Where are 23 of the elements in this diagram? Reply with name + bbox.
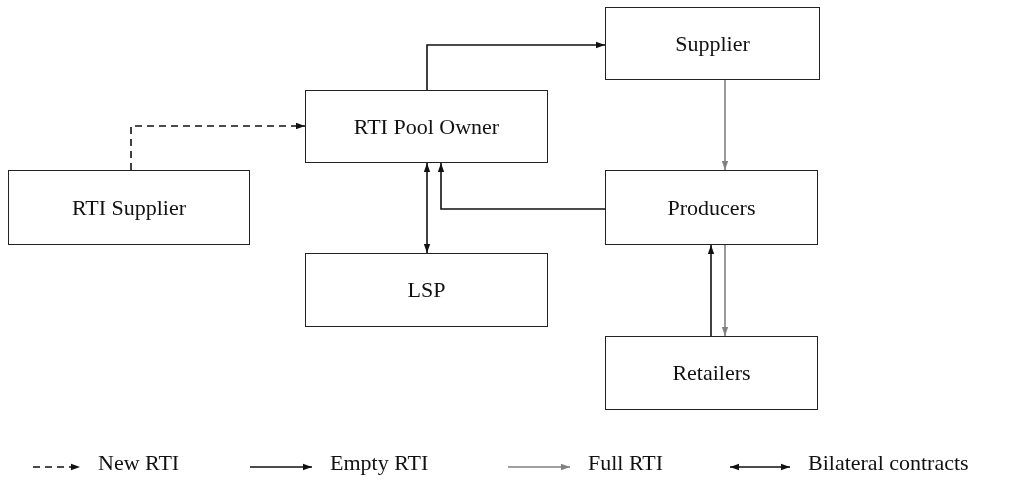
box-label: Supplier [675,30,750,57]
arrow [437,162,606,210]
arrow [130,122,306,171]
process-box [305,90,548,163]
arrow [721,244,729,337]
box-label: RTI Supplier [71,194,187,221]
process-box [605,7,820,80]
process-box [305,253,548,327]
arrow [721,79,729,171]
legend-label: Bilateral contracts [808,450,969,476]
box-label: Retailers [672,360,751,386]
process-box [605,336,818,410]
process-box [8,170,250,245]
legend-label: Empty RTI [330,450,429,476]
legend-label: New RTI [98,450,180,476]
box-label: Producers [667,194,756,221]
arrow [423,162,431,254]
box-label: RTI Pool Owner [353,113,500,140]
arrow [426,41,606,91]
box-label: LSP [407,277,446,303]
legend-label: Full RTI [588,450,664,476]
process-box [605,170,818,245]
arrow [707,244,715,337]
